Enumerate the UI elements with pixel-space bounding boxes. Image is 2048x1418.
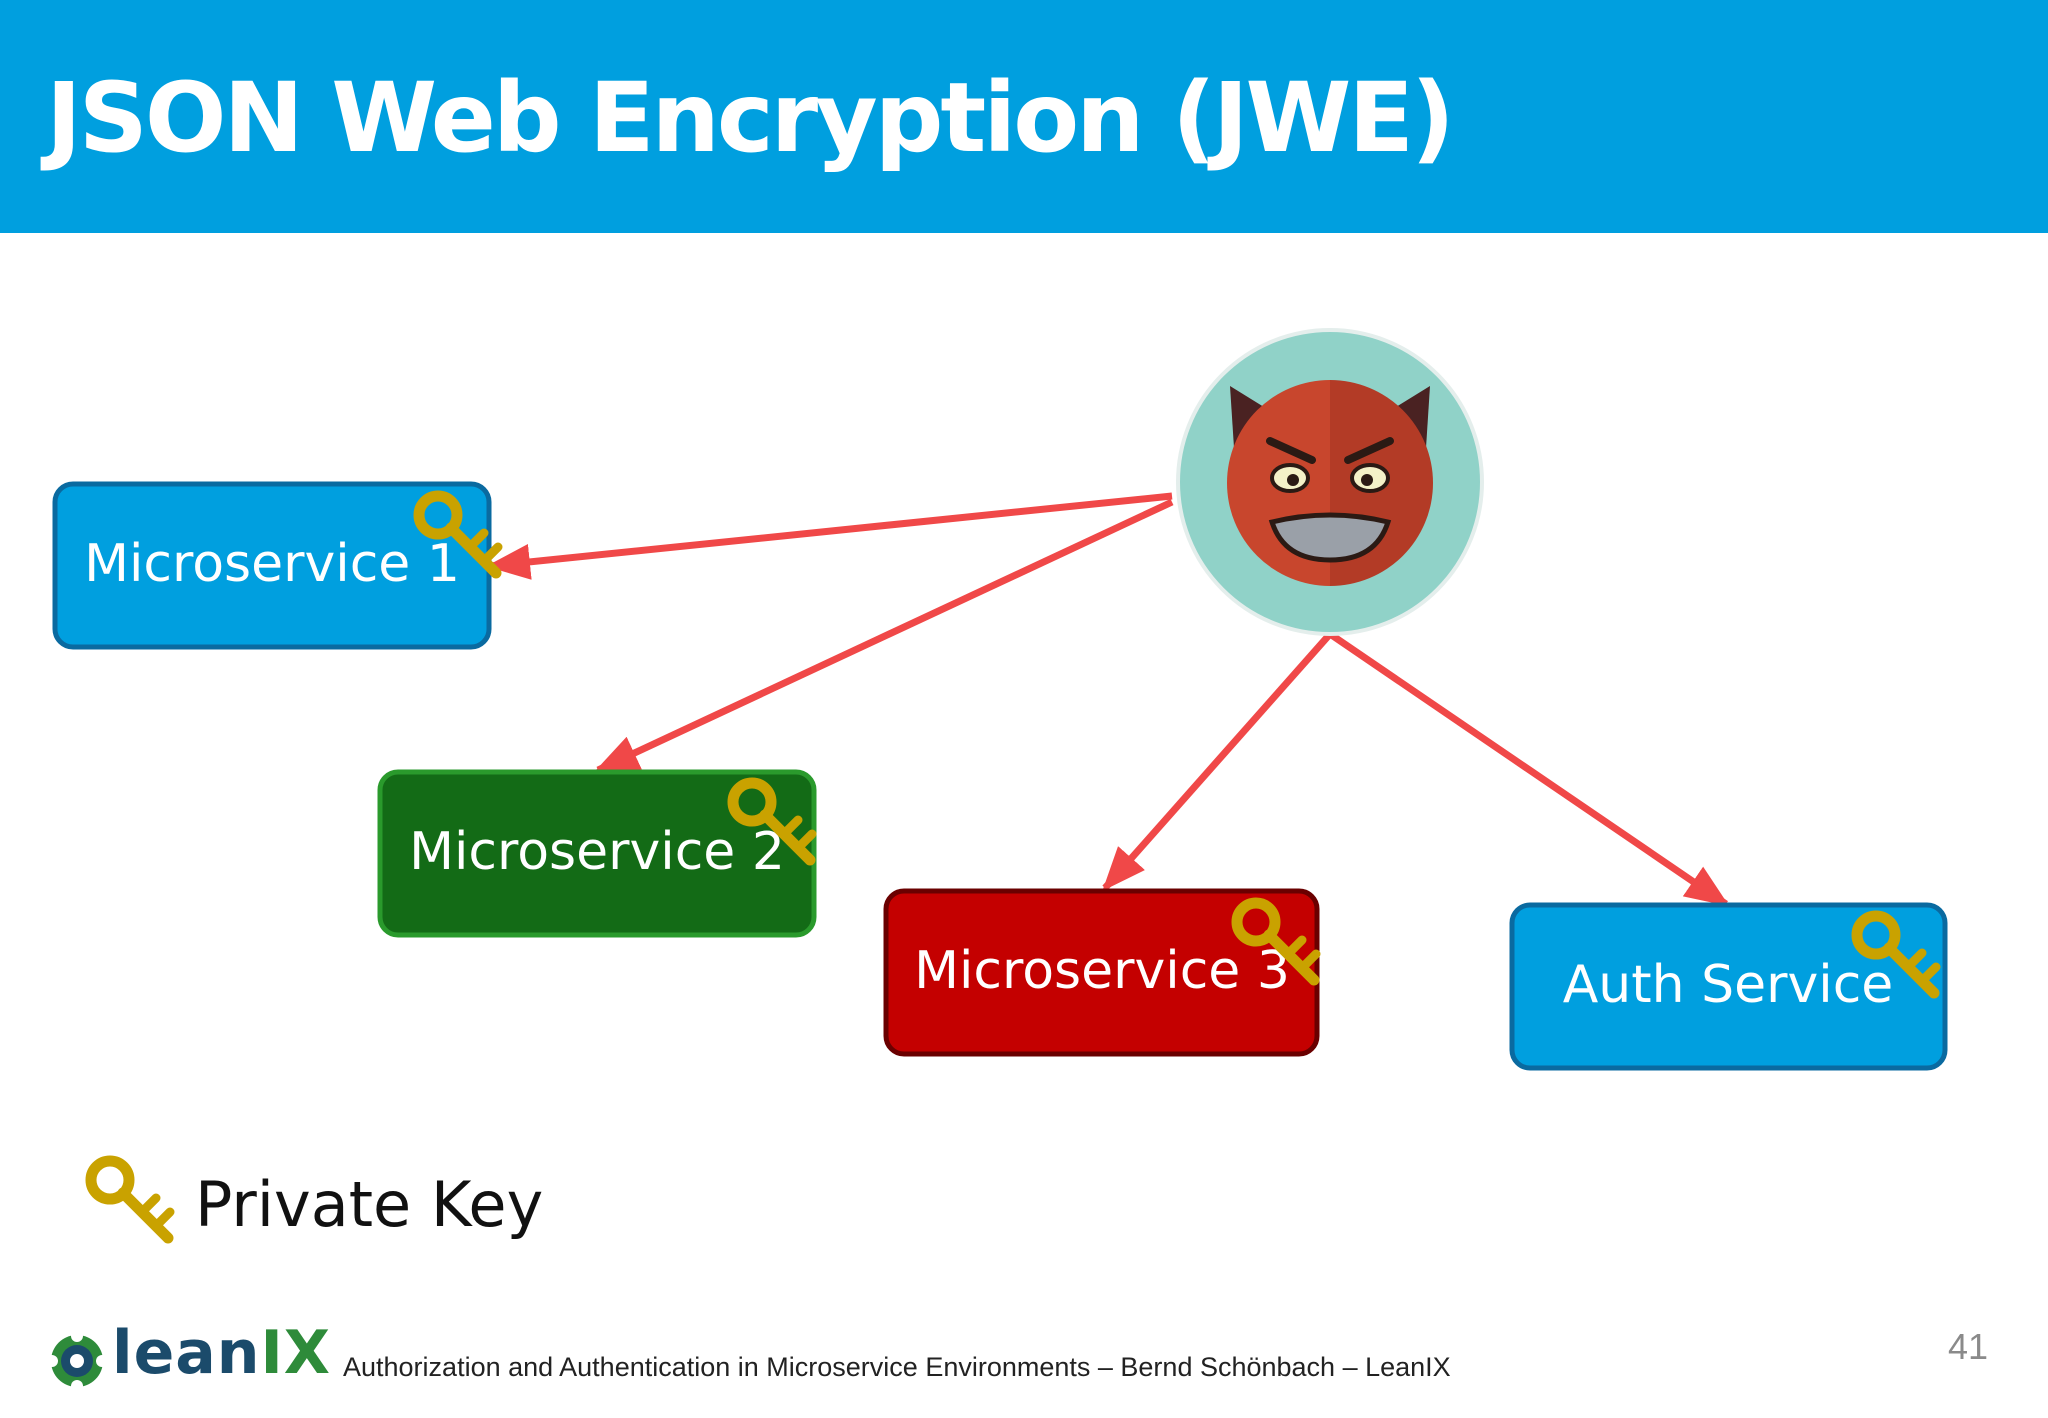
microservice-3-label: Microservice 3 xyxy=(914,941,1290,1001)
microservice-1-node: Microservice 1 xyxy=(52,481,498,650)
leanix-logo-text: leanIX xyxy=(112,1318,332,1388)
auth-service-label: Auth Service xyxy=(1563,955,1894,1015)
microservice-2-label: Microservice 2 xyxy=(409,822,785,882)
microservice-3-node: Microservice 3 xyxy=(883,888,1317,1057)
slide-title: JSON Web Encryption (JWE) xyxy=(46,62,1455,174)
arrow-to-microservice-2 xyxy=(594,498,1174,774)
legend-label: Private Key xyxy=(195,1168,544,1241)
page-number: 41 xyxy=(1947,1326,1988,1367)
microservice-1-label: Microservice 1 xyxy=(84,534,460,594)
attacker-node xyxy=(1176,328,1484,636)
leanix-logo: leanIX xyxy=(46,1318,330,1392)
arrow-to-microservice-1 xyxy=(486,492,1173,580)
leanix-logo-mark xyxy=(46,1330,108,1392)
arrow-to-auth-service xyxy=(1328,631,1730,907)
devil-face-icon xyxy=(1227,380,1433,586)
legend-key-icon xyxy=(91,1161,170,1238)
footer-text: Authorization and Authentication in Micr… xyxy=(343,1352,1451,1382)
arrow-to-microservice-3 xyxy=(1102,631,1333,891)
title-bar: JSON Web Encryption (JWE) xyxy=(0,0,2048,233)
microservice-2-node: Microservice 2 xyxy=(377,769,814,938)
auth-service-node: Auth Service xyxy=(1509,902,1948,1071)
